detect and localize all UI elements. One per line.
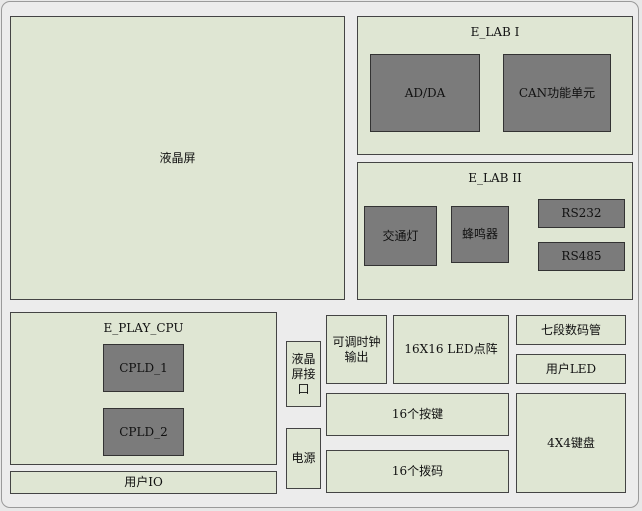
user-led-block: 用户LED — [516, 354, 626, 384]
can-unit-block: CAN功能单元 — [503, 54, 611, 132]
clock-output-block: 可调时钟 输出 — [326, 315, 387, 384]
lcd-interface-block: 液晶 屏接 口 — [286, 341, 321, 407]
lcd-screen-label: 液晶屏 — [159, 150, 196, 165]
led-matrix-block: 16X16 LED点阵 — [393, 315, 509, 384]
lcd-interface-label: 液晶 屏接 口 — [291, 351, 316, 396]
elab2-label: E_LAB II — [468, 171, 522, 185]
clock-output-label: 可调时钟 输出 — [332, 334, 381, 364]
user-io-label: 用户IO — [124, 475, 163, 489]
user-led-label: 用户LED — [545, 361, 597, 376]
traffic-light-block: 交通灯 — [364, 206, 437, 266]
led-matrix-label: 16X16 LED点阵 — [404, 342, 498, 356]
keypad-label: 4X4键盘 — [547, 435, 595, 450]
seven-segment-block: 七段数码管 — [516, 315, 626, 345]
rs485-block: RS485 — [538, 242, 625, 271]
rs485-label: RS485 — [561, 249, 602, 263]
dip-switch-label: 16个拨码 — [391, 464, 444, 478]
power-block: 电源 — [286, 428, 321, 489]
lcd-screen-block: 液晶屏 — [10, 16, 345, 300]
cpld2-block: CPLD_2 — [103, 408, 184, 456]
can-unit-label: CAN功能单元 — [518, 85, 596, 100]
cpld1-block: CPLD_1 — [103, 344, 184, 392]
adda-label: AD/DA — [404, 85, 446, 100]
keys-label: 16个按键 — [391, 407, 444, 421]
buzzer-label: 蜂鸣器 — [461, 227, 498, 241]
dip-switch-block: 16个拨码 — [326, 450, 509, 493]
keypad-block: 4X4键盘 — [516, 393, 626, 493]
rs232-label: RS232 — [561, 206, 602, 220]
buzzer-block: 蜂鸣器 — [451, 206, 509, 263]
seven-segment-label: 七段数码管 — [540, 322, 601, 337]
cpld1-label: CPLD_1 — [119, 360, 168, 375]
cpu-label: E_PLAY_CPU — [103, 321, 184, 335]
power-label: 电源 — [291, 451, 316, 465]
adda-block: AD/DA — [370, 54, 480, 132]
user-io-block: 用户IO — [10, 471, 277, 494]
cpld2-label: CPLD_2 — [119, 424, 168, 439]
elab1-label: E_LAB I — [470, 25, 520, 39]
keys-block: 16个按键 — [326, 393, 509, 436]
rs232-block: RS232 — [538, 199, 625, 228]
traffic-light-label: 交通灯 — [382, 228, 419, 243]
